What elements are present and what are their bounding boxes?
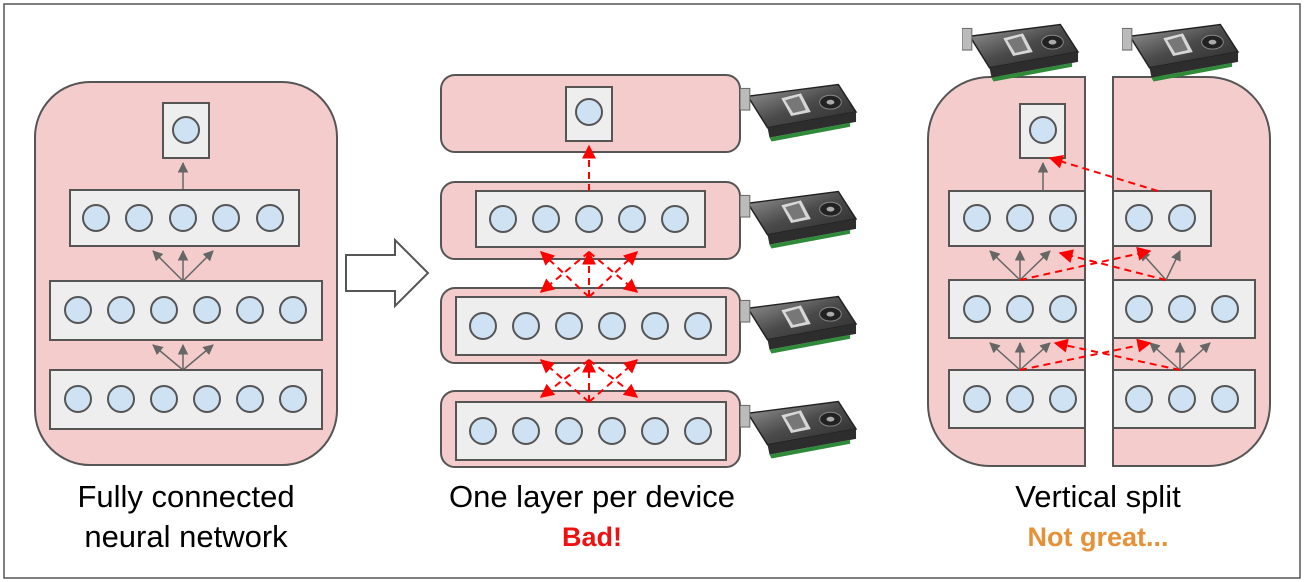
cross-device-edges <box>1019 154 1181 371</box>
panel-vertical-split: Vertical split Not great... <box>927 23 1271 552</box>
verdict-not-great: Not great... <box>1027 522 1168 552</box>
caption-fully-connected-1: Fully connected <box>77 479 294 514</box>
caption-fully-connected-2: neural network <box>84 519 288 554</box>
panel-one-layer-per-device: One layer per device Bad! <box>440 74 857 552</box>
panel-fully-connected: Fully connected neural network <box>34 81 338 554</box>
device-left-half <box>927 76 1086 467</box>
right-arrow-icon <box>345 237 430 309</box>
cross-device-edges <box>539 144 639 403</box>
caption-vertical-split: Vertical split <box>1015 479 1181 514</box>
local-edges <box>989 161 1211 371</box>
neuron <box>172 116 200 144</box>
input-layer <box>49 369 323 430</box>
caption-one-layer: One layer per device <box>449 479 735 514</box>
verdict-bad: Bad! <box>562 522 622 552</box>
hidden-layer-1 <box>49 280 323 341</box>
device-right-half <box>1112 76 1271 467</box>
